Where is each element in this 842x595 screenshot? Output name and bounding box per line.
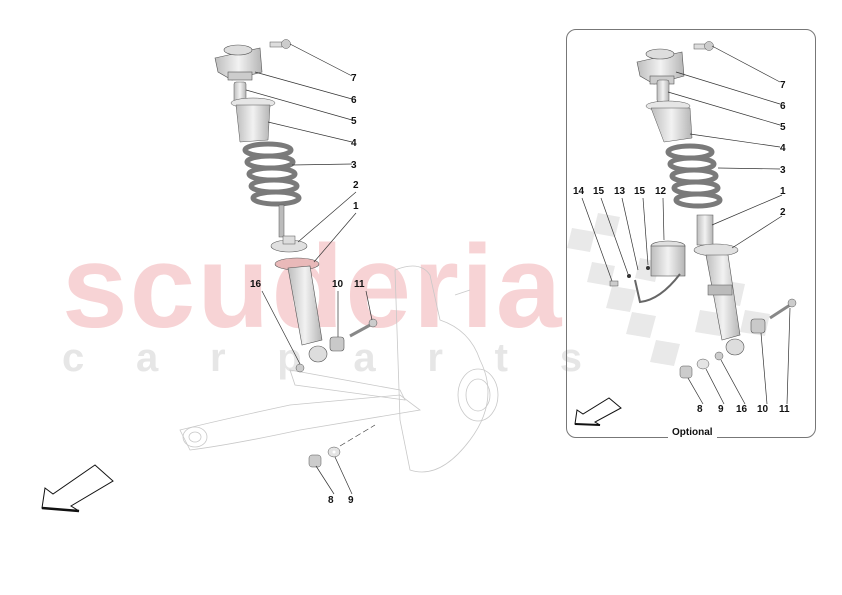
watermark-letter: r xyxy=(209,336,226,380)
spring-seat[interactable] xyxy=(270,235,308,253)
opt-dust-boot[interactable] xyxy=(645,100,693,143)
opt-bolt-7[interactable] xyxy=(693,41,714,51)
callout-10: 10 xyxy=(332,279,344,290)
opt-callout-13: 13 xyxy=(614,186,626,197)
shock-absorber[interactable] xyxy=(274,257,328,363)
opt-callout-12: 12 xyxy=(655,186,667,197)
opt-callout-9: 9 xyxy=(718,404,724,415)
opt-callout-10: 10 xyxy=(757,404,769,415)
opt-bolt-14[interactable] xyxy=(609,280,619,287)
opt-callout-6: 6 xyxy=(780,101,786,112)
opt-bump-stop[interactable] xyxy=(656,79,670,103)
opt-callout-5: 5 xyxy=(780,122,786,133)
watermark-letter: c xyxy=(62,336,85,380)
opt-callout-7: 7 xyxy=(780,80,786,91)
opt-callout-11: 11 xyxy=(779,404,790,415)
dust-boot[interactable] xyxy=(230,97,276,143)
coil-spring[interactable] xyxy=(242,141,302,207)
direction-arrow-icon-optional xyxy=(574,397,622,426)
callout-16: 16 xyxy=(250,279,262,290)
callout-3: 3 xyxy=(351,160,357,171)
callout-7: 7 xyxy=(351,73,357,84)
opt-hose-13[interactable] xyxy=(634,273,681,304)
opt-callout-2: 2 xyxy=(780,207,786,218)
callout-8: 8 xyxy=(328,495,334,506)
opt-callout-16: 16 xyxy=(736,404,748,415)
opt-coil-spring[interactable] xyxy=(665,143,723,209)
opt-callout-3: 3 xyxy=(780,165,786,176)
callout-5: 5 xyxy=(351,116,357,127)
opt-bushing-10[interactable] xyxy=(750,318,766,334)
watermark-letter: t xyxy=(494,336,508,380)
opt-callout-1: 1 xyxy=(780,186,786,197)
opt-top-mount[interactable] xyxy=(636,48,685,85)
optional-label: Optional xyxy=(668,427,717,438)
bushing-10[interactable] xyxy=(329,336,345,352)
nut-16[interactable] xyxy=(295,363,305,373)
opt-callout-14: 14 xyxy=(573,186,585,197)
opt-shock-absorber[interactable] xyxy=(693,214,745,356)
optional-shock-assembly xyxy=(609,41,797,379)
watermark-letter: r xyxy=(427,336,443,380)
callout-4: 4 xyxy=(351,138,357,149)
watermark-letter: a xyxy=(353,336,376,380)
nut-8[interactable] xyxy=(308,454,322,468)
main-callouts: 7 6 5 4 3 2 1 16 10 11 8 9 xyxy=(250,73,365,506)
washer-9[interactable] xyxy=(327,446,341,458)
callout-1: 1 xyxy=(353,201,359,212)
callout-11: 11 xyxy=(354,279,365,290)
watermark-letter: s xyxy=(559,336,582,380)
opt-callout-8: 8 xyxy=(697,404,703,415)
opt-seal-15[interactable] xyxy=(627,274,631,278)
opt-washer-9[interactable] xyxy=(696,358,710,370)
main-shock-assembly xyxy=(214,39,378,468)
top-mount[interactable] xyxy=(214,44,263,81)
opt-callout-4: 4 xyxy=(780,143,786,154)
watermark-letter: a xyxy=(135,336,159,380)
suspension-arm-sketch xyxy=(179,265,499,473)
opt-seal-15b[interactable] xyxy=(646,266,650,270)
main-leader-lines xyxy=(245,43,373,495)
opt-callout-15: 15 xyxy=(593,186,605,197)
bolt-11[interactable] xyxy=(349,318,378,338)
bolt-7[interactable] xyxy=(269,39,291,49)
optional-leader-lines xyxy=(581,45,791,405)
watermark-carparts: c a r p a r t s xyxy=(62,338,582,378)
opt-nut-8[interactable] xyxy=(679,365,693,379)
opt-callout-15b: 15 xyxy=(634,186,646,197)
opt-reservoir-12[interactable] xyxy=(650,240,686,277)
callout-6: 6 xyxy=(351,95,357,106)
opt-nut-16[interactable] xyxy=(714,351,724,361)
callout-9: 9 xyxy=(348,495,354,506)
callout-2: 2 xyxy=(353,180,359,191)
direction-arrow-icon xyxy=(41,464,114,513)
optional-callouts: 7 6 5 4 3 1 2 14 15 13 15 12 8 9 16 10 1… xyxy=(573,80,790,415)
opt-bolt-11[interactable] xyxy=(769,298,797,320)
